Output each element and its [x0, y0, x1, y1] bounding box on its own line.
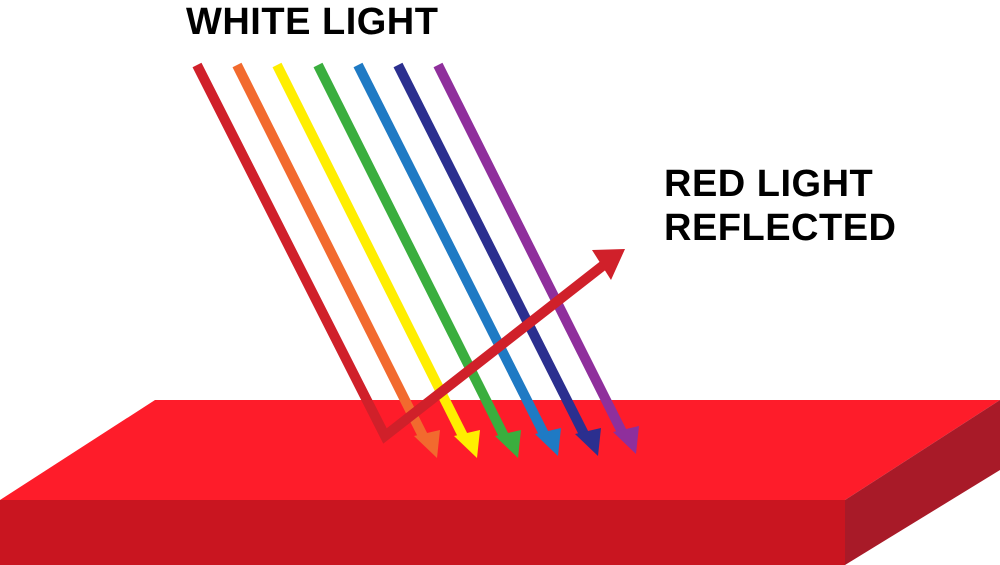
slab-side-face — [845, 400, 1000, 565]
blue-ray-arrow — [353, 62, 561, 456]
red-light-reflected-label: RED LIGHT REFLECTED — [664, 162, 897, 250]
red-light-label-line2: REFLECTED — [664, 207, 897, 249]
green-ray-arrow — [313, 62, 521, 458]
violet-ray-arrow — [433, 62, 639, 454]
white-light-label: WHITE LIGHT — [186, 1, 439, 43]
red-light-label-line1: RED LIGHT — [664, 163, 874, 205]
red-reflected-ray-arrow — [192, 62, 625, 444]
indigo-ray-arrow — [393, 62, 601, 456]
yellow-ray-arrow — [272, 62, 480, 458]
orange-ray-arrow — [232, 62, 440, 458]
slab-top-face — [0, 400, 1000, 500]
slab-front-face — [0, 500, 845, 565]
